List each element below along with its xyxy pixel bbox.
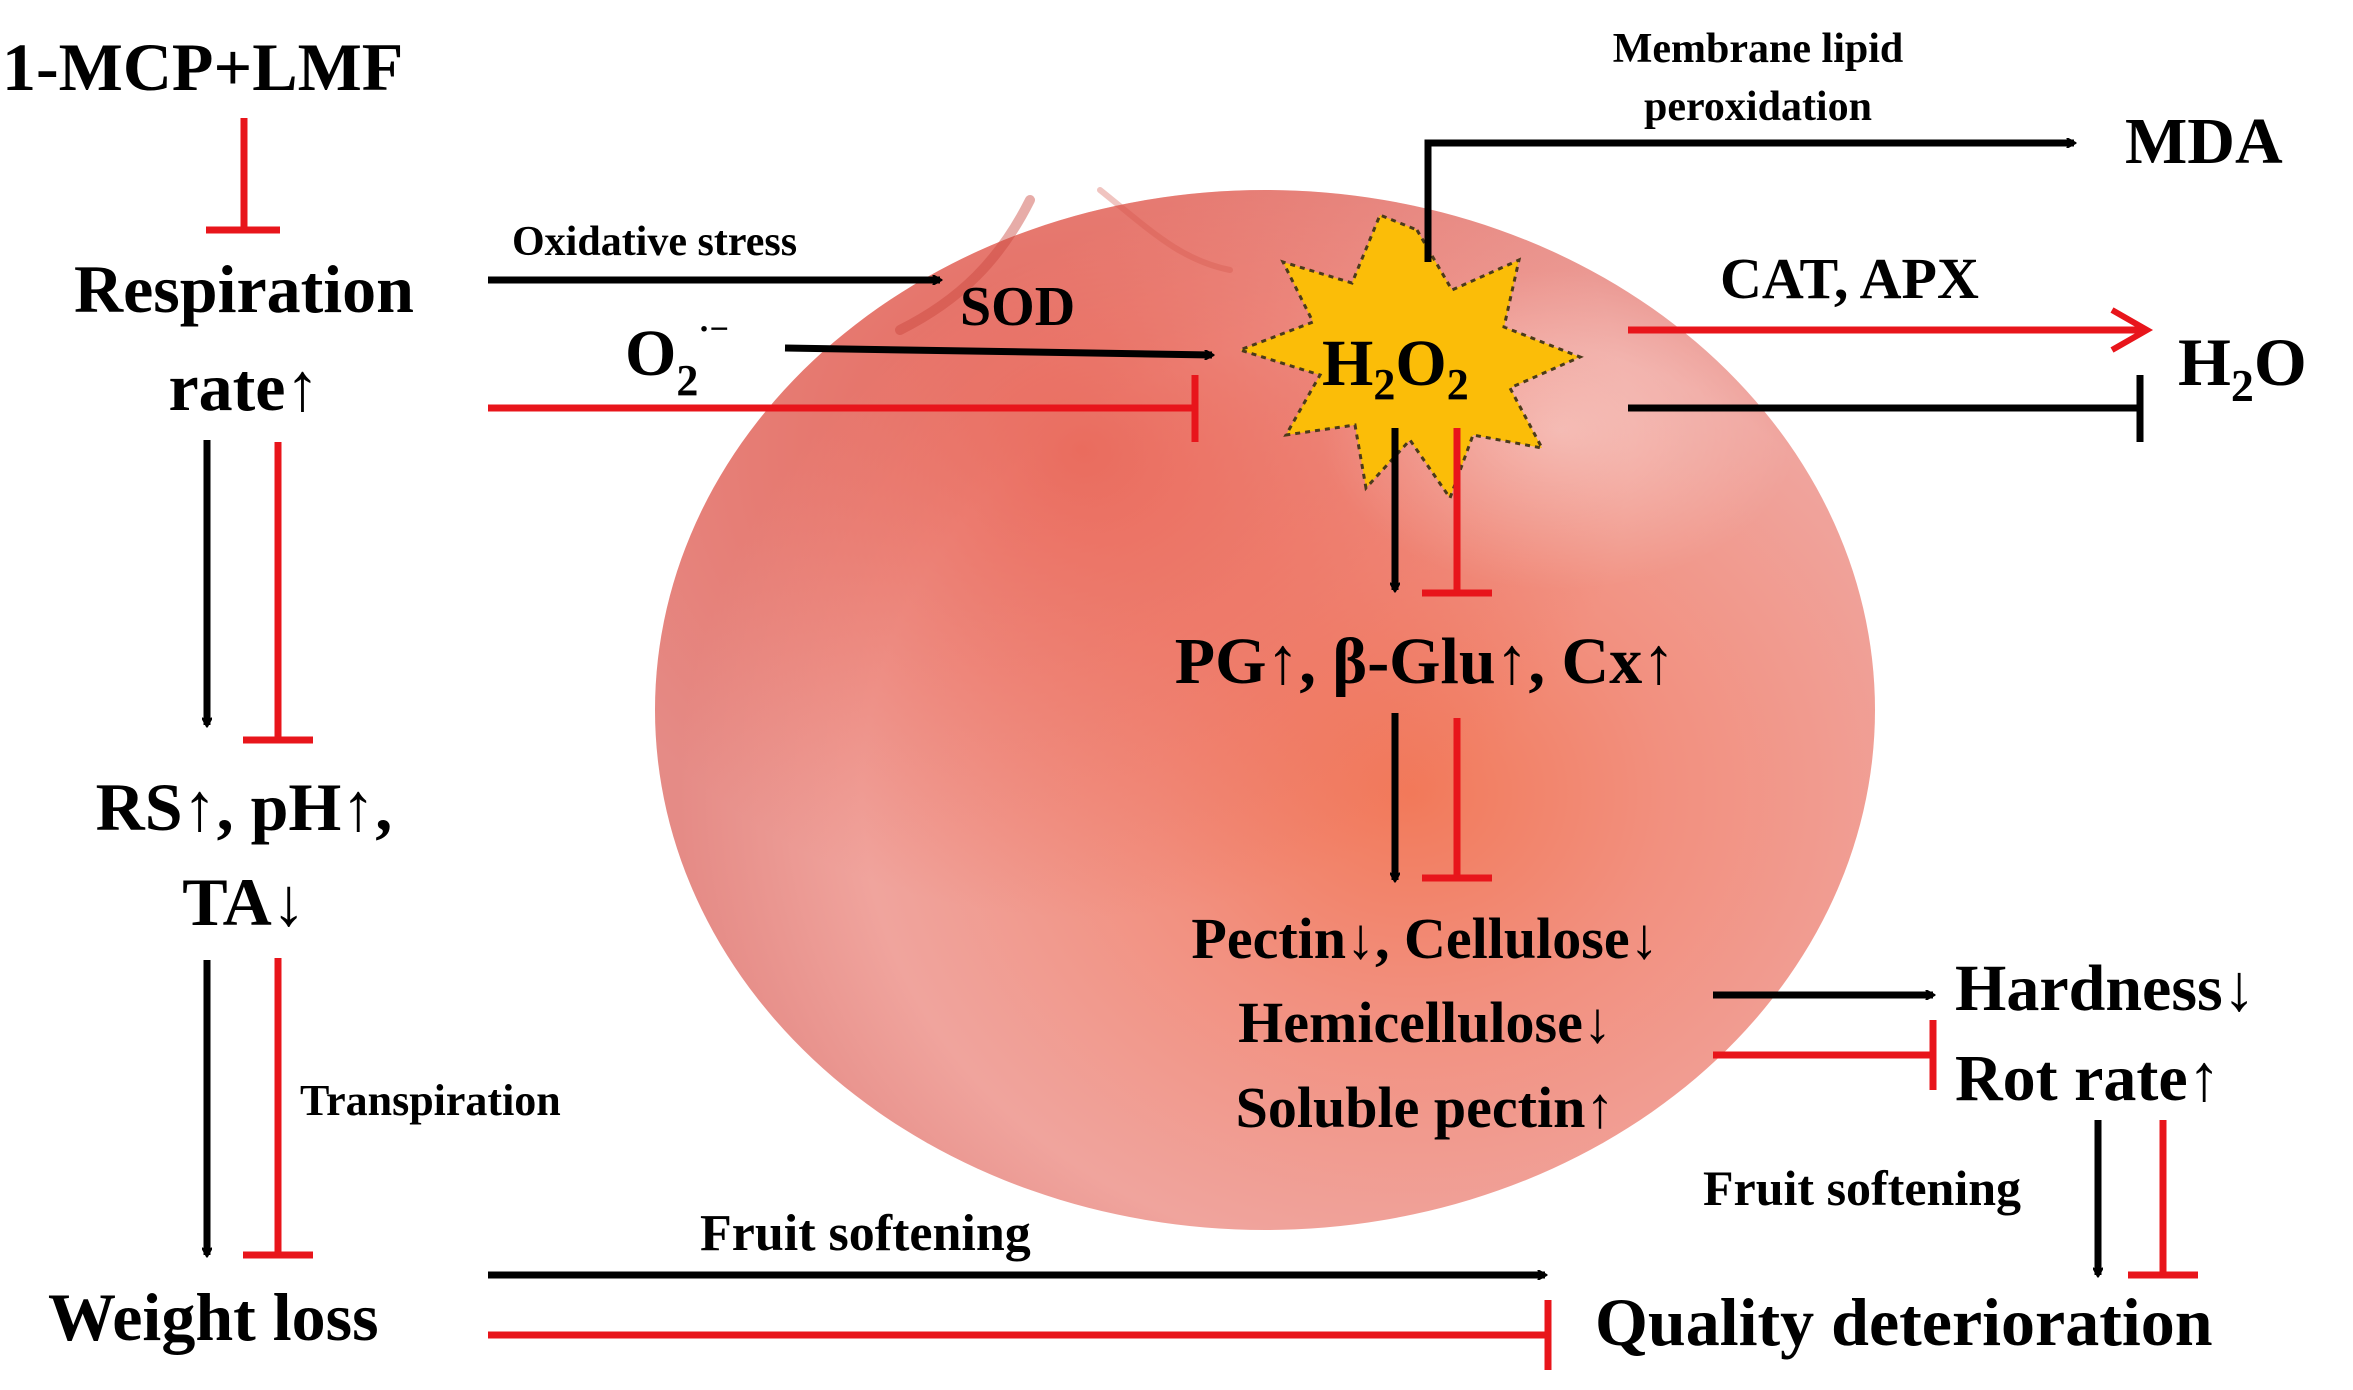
quality-deterioration-label: Quality deterioration [1595, 1284, 2213, 1360]
soluble-pectin-label: Soluble pectin↑ [1236, 1075, 1615, 1140]
h2o2-label: H2O2 [1322, 327, 1469, 409]
sod-label: SOD [960, 276, 1075, 338]
mda-label: MDA [2125, 105, 2283, 178]
treatment-label: 1-MCP+LMF [2, 29, 403, 105]
respiration-label-line2: rate↑ [168, 349, 319, 425]
arrow-superoxide-to-h2o2 [784, 344, 1212, 355]
oxidative-stress-label: Oxidative stress [512, 219, 797, 265]
peroxidation-label: peroxidation [1644, 84, 1872, 130]
hemicellulose-label: Hemicellulose↓ [1238, 990, 1612, 1055]
cat-apx-label: CAT, APX [1720, 246, 1979, 311]
inhibition-lines [206, 118, 2198, 1370]
transpiration-label: Transpiration [300, 1076, 561, 1125]
rs-ph-label: RS↑, pH↑, [96, 769, 393, 845]
weight-loss-label: Weight loss [48, 1279, 379, 1355]
arrow-h2o2-to-mda [1424, 143, 2074, 262]
h2o-label: H2O [2178, 324, 2307, 411]
activation-arrows [207, 143, 2098, 1275]
h2o2-burst-shape [1235, 213, 1584, 502]
rot-rate-label: Rot rate↑ [1955, 1042, 2221, 1115]
red-activation-arrow [1628, 307, 2154, 353]
enzymes-label: PG↑, β-Glu↑, Cx↑ [1175, 625, 1675, 698]
superoxide-label: O2·− [625, 311, 729, 405]
respiration-label-line1: Respiration [74, 251, 414, 327]
inhibit-h2o2-to-h2o [1628, 375, 2144, 442]
pectin-cellulose-label: Pectin↓, Cellulose↓ [1191, 906, 1658, 971]
ta-label: TA↓ [182, 864, 305, 940]
fruit-softening-right-label: Fruit softening [1703, 1160, 2021, 1216]
peach-illustration [655, 187, 1875, 1230]
membrane-lipid-label: Membrane lipid [1613, 26, 1904, 72]
hardness-label: Hardness↓ [1955, 952, 2256, 1025]
fruit-softening-bottom-label: Fruit softening [700, 1205, 1031, 1262]
